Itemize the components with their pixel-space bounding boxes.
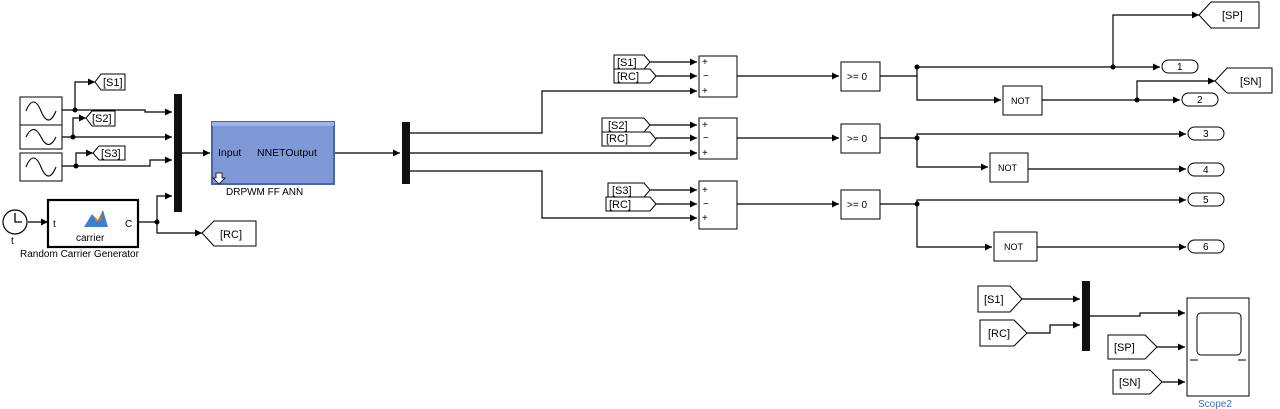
sine-wave-source-1[interactable] [19, 96, 63, 126]
svg-text:[RC]: [RC] [609, 199, 631, 211]
svg-text:1: 1 [1177, 62, 1183, 73]
svg-text:[S3]: [S3] [612, 185, 632, 197]
svg-text:−: − [703, 199, 709, 210]
svg-text:[S1]: [S1] [984, 294, 1004, 306]
svg-text:4: 4 [1203, 165, 1209, 176]
from-s1-tag-scope[interactable]: [S1] [977, 285, 1023, 313]
svg-text:[SP]: [SP] [1222, 10, 1243, 22]
mux-3[interactable] [1082, 281, 1090, 351]
svg-text:[SN]: [SN] [1240, 76, 1261, 88]
goto-s2-tag[interactable]: [S2] [85, 110, 116, 127]
svg-text:−: − [703, 133, 709, 144]
svg-text:5: 5 [1203, 195, 1209, 206]
from-s2-tag[interactable]: [S2] [601, 117, 651, 133]
svg-text:[RC]: [RC] [617, 71, 639, 83]
goto-s3-tag[interactable]: [S3] [92, 145, 126, 161]
svg-text:NOT: NOT [1004, 242, 1024, 252]
svg-text:+: + [702, 86, 708, 97]
outport-5[interactable]: 5 [1187, 192, 1225, 207]
goto-sn-tag[interactable]: [SN] [1214, 67, 1273, 94]
outport-6[interactable]: 6 [1187, 239, 1225, 254]
svg-text:2: 2 [1197, 95, 1203, 106]
svg-text:[RC]: [RC] [988, 328, 1010, 340]
not-gate-2[interactable]: NOT [989, 152, 1029, 183]
svg-text:+: + [702, 148, 708, 159]
svg-text:>= 0: >= 0 [847, 72, 867, 83]
carrier-in-port: t [53, 219, 56, 230]
sum-block-1[interactable]: + − + [698, 55, 738, 98]
compare-to-zero-2[interactable]: >= 0 [840, 123, 881, 154]
mux-2[interactable] [402, 122, 410, 184]
matlab-function-icon [84, 210, 108, 227]
svg-text:>= 0: >= 0 [847, 200, 867, 211]
svg-text:6: 6 [1203, 242, 1209, 253]
compare-to-zero-3[interactable]: >= 0 [840, 189, 881, 220]
mask-arrow-icon [212, 172, 226, 185]
svg-text:[SN]: [SN] [1119, 377, 1140, 389]
arrow-heads [41, 11, 1215, 386]
goto-sp-tag[interactable]: [SP] [1198, 1, 1260, 29]
scope-block[interactable] [1186, 297, 1250, 397]
goto-s1-tag[interactable]: [S1] [94, 73, 126, 91]
scope-caption: Scope2 [1198, 399, 1232, 409]
nnet-in-port: Input [218, 147, 241, 159]
svg-text:+: + [702, 185, 708, 196]
svg-text:[S2]: [S2] [92, 113, 112, 125]
outport-2[interactable]: 2 [1181, 92, 1219, 107]
carrier-block-name: carrier [76, 233, 105, 244]
svg-text:[S2]: [S2] [608, 120, 628, 132]
svg-text:[SP]: [SP] [1114, 342, 1135, 354]
from-s3-tag[interactable]: [S3] [607, 182, 651, 198]
svg-text:[S1]: [S1] [617, 57, 637, 69]
sum-block-3[interactable]: + − + [698, 180, 738, 230]
clock-source[interactable]: t [2, 209, 28, 247]
from-rc-tag-2[interactable]: [RC] [601, 131, 657, 147]
from-sn-tag-scope[interactable]: [SN] [1112, 369, 1163, 395]
from-rc-tag-1[interactable]: [RC] [613, 68, 657, 84]
mux-1[interactable] [174, 94, 182, 212]
goto-rc-tag[interactable]: [RC] [201, 220, 257, 247]
outport-3[interactable]: 3 [1187, 126, 1225, 141]
svg-text:3: 3 [1203, 129, 1209, 140]
nnet-block-caption: DRPWM FF ANN [226, 187, 303, 198]
svg-text:[RC]: [RC] [220, 229, 242, 241]
carrier-block-caption: Random Carrier Generator [20, 249, 140, 260]
not-gate-3[interactable]: NOT [993, 231, 1038, 262]
svg-text:−: − [703, 71, 709, 82]
svg-text:[S3]: [S3] [101, 148, 121, 160]
nnet-out-port: NNETOutput [257, 147, 317, 159]
random-carrier-generator-block[interactable]: t C carrier [46, 198, 140, 249]
carrier-out-port: C [125, 219, 132, 230]
svg-text:+: + [702, 213, 708, 224]
svg-text:+: + [702, 57, 708, 68]
from-rc-tag-3[interactable]: [RC] [605, 196, 657, 212]
svg-text:NOT: NOT [1011, 96, 1031, 106]
from-sp-tag-scope[interactable]: [SP] [1107, 334, 1158, 360]
branch-points [70, 64, 1140, 225]
sine-wave-source-3[interactable] [19, 152, 63, 182]
svg-text:+: + [702, 120, 708, 131]
nnet-block[interactable]: Input NNETOutput [211, 121, 335, 185]
svg-text:>= 0: >= 0 [847, 134, 867, 145]
outport-4[interactable]: 4 [1187, 162, 1225, 177]
sum-block-2[interactable]: + − + [698, 117, 738, 160]
compare-to-zero-1[interactable]: >= 0 [840, 61, 881, 92]
svg-text:[S1]: [S1] [103, 77, 123, 89]
not-gate-1[interactable]: NOT [1002, 85, 1043, 116]
clock-label: t [11, 236, 14, 247]
outport-1[interactable]: 1 [1161, 59, 1199, 74]
svg-text:NOT: NOT [998, 163, 1018, 173]
from-s1-tag-1[interactable]: [S1] [613, 54, 651, 70]
from-rc-tag-scope[interactable]: [RC] [979, 319, 1028, 347]
sine-wave-source-2[interactable] [19, 124, 63, 150]
svg-text:[RC]: [RC] [606, 133, 628, 145]
